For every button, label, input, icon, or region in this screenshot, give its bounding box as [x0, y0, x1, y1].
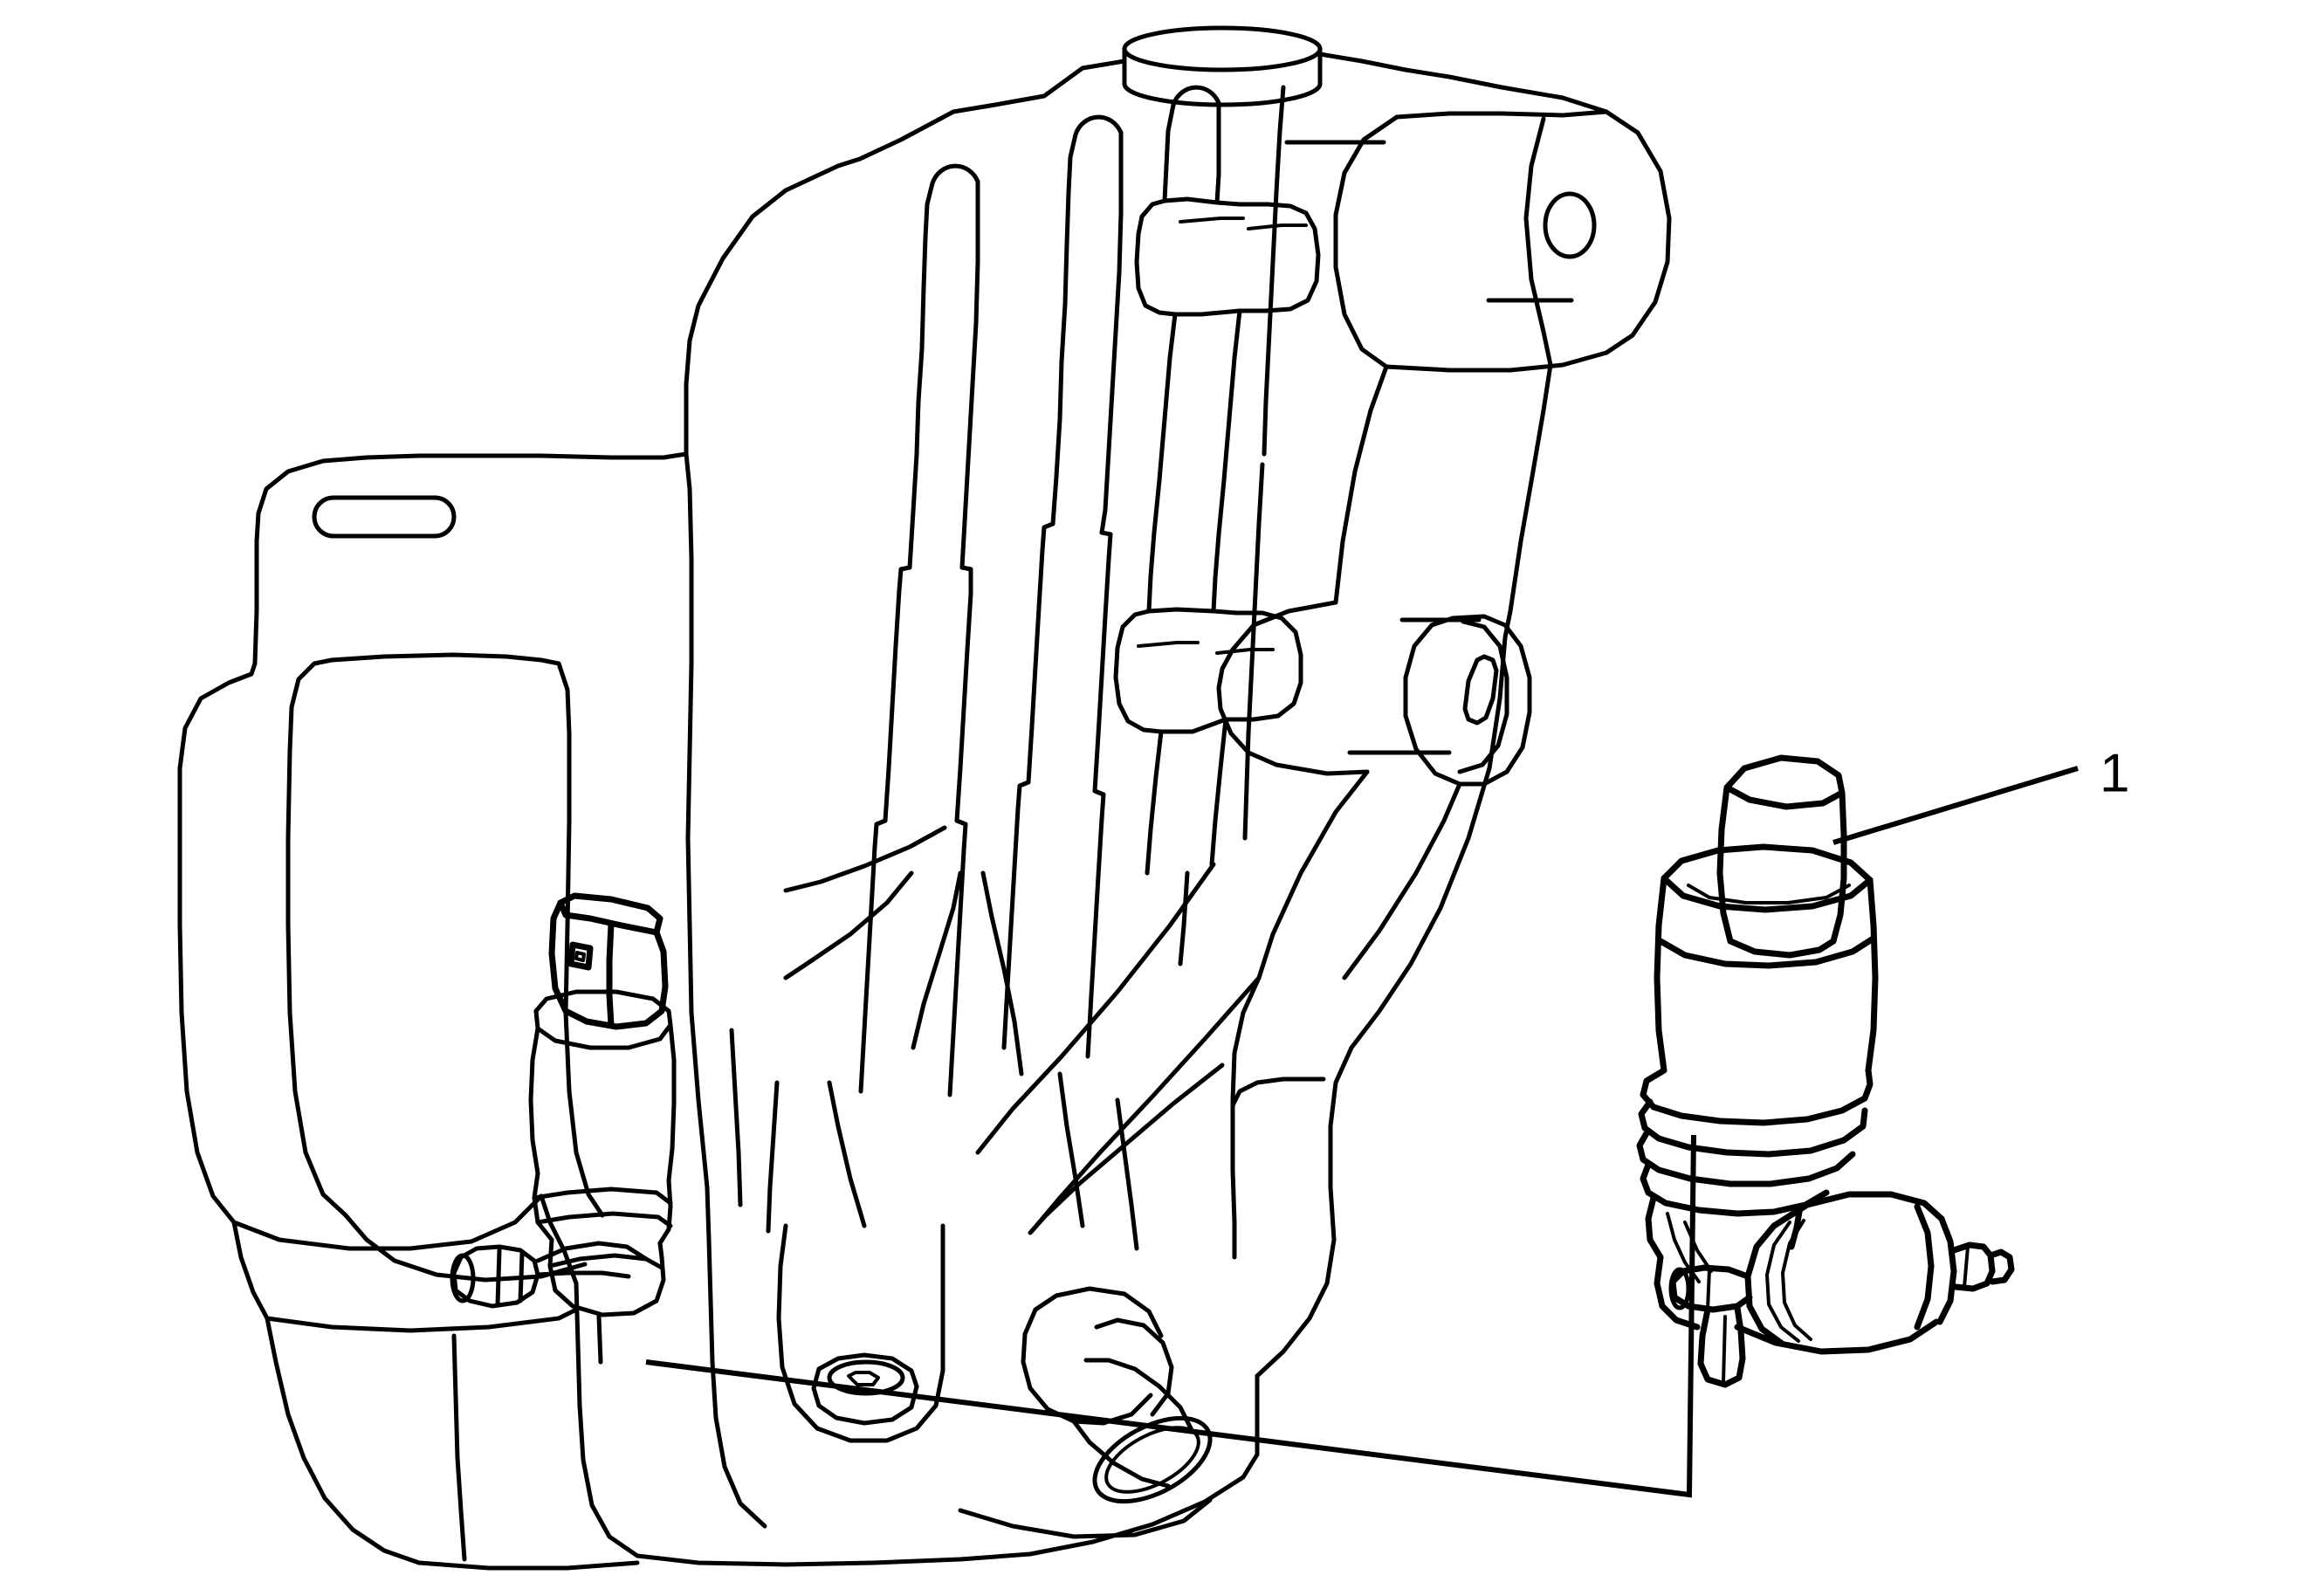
reservoir-ribs — [858, 85, 1321, 1097]
pump-detached — [1636, 754, 2015, 1388]
pump-housing — [1654, 1191, 2015, 1388]
reservoir-base — [231, 1185, 1260, 1571]
reservoir-right-bracket-upper — [1284, 52, 1672, 640]
reservoir-outlet-spout — [958, 1286, 1213, 1539]
pump-bellows-ribs — [1636, 1067, 1874, 1261]
level-sensor-grommet — [776, 1223, 945, 1443]
leader-to-installed-pump — [645, 1134, 1696, 1498]
reservoir-right-bracket-lower — [1216, 600, 1532, 980]
pump-installed-connector — [548, 892, 669, 1030]
reservoir-right-edge — [1178, 635, 1508, 1379]
pump-connector — [1716, 754, 1847, 959]
pump-motor-body — [1654, 843, 1879, 1074]
callout-leader-lines — [645, 766, 2079, 1498]
reservoir-face-creases — [729, 825, 1262, 1251]
callout-label-1: 1 — [2100, 743, 2129, 803]
pump-installed — [450, 892, 677, 1365]
reservoir-outer-contour — [177, 58, 1127, 1286]
filler-neck — [1122, 25, 1323, 107]
leader-to-detached-pump — [1832, 766, 2079, 845]
